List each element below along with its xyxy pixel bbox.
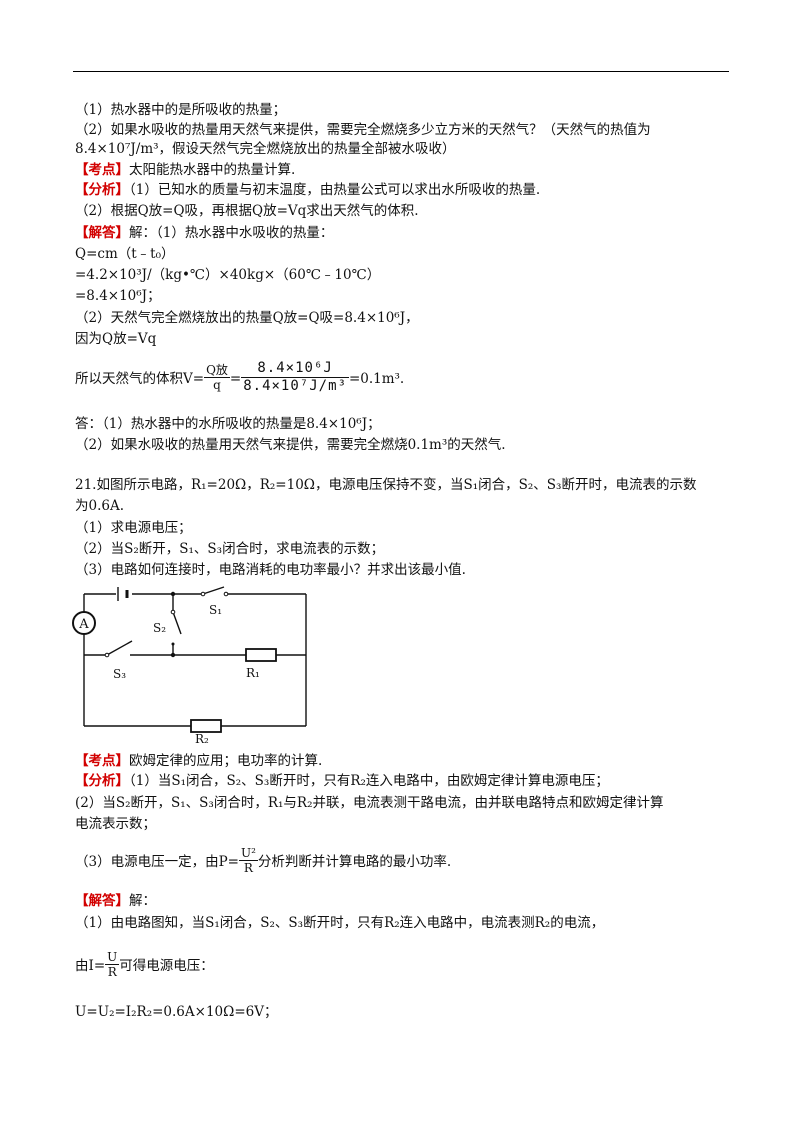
text-line: 因为Q放=Vq	[75, 331, 157, 347]
tag-kaodian: 【考点】	[75, 162, 129, 178]
svg-text:A: A	[78, 617, 89, 632]
header-rule	[73, 71, 729, 72]
text-line: 【解答】解：	[75, 893, 156, 909]
text-line: （1）热水器中的是所吸收的热量；	[75, 102, 287, 118]
text-line: =8.4×10⁶J；	[75, 288, 161, 304]
tag-kaodian: 【考点】	[75, 753, 129, 769]
text-line: 【分析】（1）当S₁闭合，S₂、S₃断开时，只有R₂连入电路中，由欧姆定律计算电…	[75, 773, 609, 789]
resistor-r2	[190, 719, 222, 733]
label-r2: R₂	[195, 732, 209, 745]
text-line: 答：（1）热水器中的水所吸收的热量是8.4×10⁶J；	[75, 416, 381, 432]
text-line: U=U₂=I₂R₂=0.6A×10Ω=6V；	[75, 1004, 278, 1020]
tag-fenxi: 【分析】	[75, 182, 129, 198]
text-line: =4.2×10³J/（kg•℃）×40kg×（60℃﹣10℃）	[75, 267, 381, 283]
text-line: 【考点】太阳能热水器中的热量计算.	[75, 162, 296, 178]
text-line: （3）电路如何连接时，电路消耗的电功率最小？并求出该最小值.	[75, 562, 466, 578]
tag-jieda: 【解答】	[75, 225, 129, 241]
text-line: 8.4×10⁷J/m³，假设天然气完全燃烧放出的热量全部被水吸收）	[75, 141, 456, 157]
text-line: 【考点】欧姆定律的应用；电功率的计算.	[75, 753, 323, 769]
text-line: 【分析】（1）已知水的质量与初末温度，由热量公式可以求出水所吸收的热量.	[75, 182, 541, 198]
ammeter-icon: A	[72, 611, 96, 635]
text-line: （2）根据Q放=Q吸，再根据Q放=Vq求出天然气的体积.	[75, 203, 419, 219]
label-r1: R₁	[246, 666, 260, 680]
text-line: （2）天然气完全燃烧放出的热量Q放=Q吸=8.4×10⁶J，	[75, 310, 419, 326]
label-s2: S₂	[153, 621, 166, 635]
text-line: 为0.6A.	[75, 498, 125, 514]
tag-fenxi: 【分析】	[75, 773, 129, 789]
text-line: （1）求电源电压；	[75, 520, 192, 536]
text-line: Q=cm（t﹣t₀）	[75, 246, 175, 262]
tag-jieda: 【解答】	[75, 893, 129, 909]
text-line: （1）由电路图知，当S₁闭合，S₂、S₃断开时，只有R₂连入电路中，电流表测R₂…	[75, 915, 605, 931]
text-line: 电流表示数；	[75, 816, 156, 832]
text-line: 【解答】解：（1）热水器中水吸收的热量：	[75, 225, 334, 241]
resistor-r1	[245, 648, 277, 662]
question-21: 21.如图所示电路，R₁=20Ω，R₂=10Ω，电源电压保持不变，当S₁闭合，S…	[75, 477, 697, 493]
battery-icon	[117, 587, 129, 601]
text-line: (2）当S₂断开，S₁、S₃闭合时，R₁与R₂并联，电流表测干路电流，由并联电路…	[75, 795, 664, 811]
label-s1: S₁	[209, 603, 222, 617]
label-s3: S₃	[113, 667, 126, 681]
circuit-diagram: A S₁ S₂ S₃ R₁ R₂	[72, 586, 307, 745]
text-line: （2）如果水吸收的热量用天然气来提供，需要完全燃烧多少立方米的天然气？（天然气的…	[75, 122, 651, 138]
text-line: （2）如果水吸收的热量用天然气来提供，需要完全燃烧0.1m³的天然气.	[75, 437, 506, 453]
text-line: （2）当S₂断开，S₁、S₃闭合时，求电流表的示数；	[75, 541, 385, 557]
